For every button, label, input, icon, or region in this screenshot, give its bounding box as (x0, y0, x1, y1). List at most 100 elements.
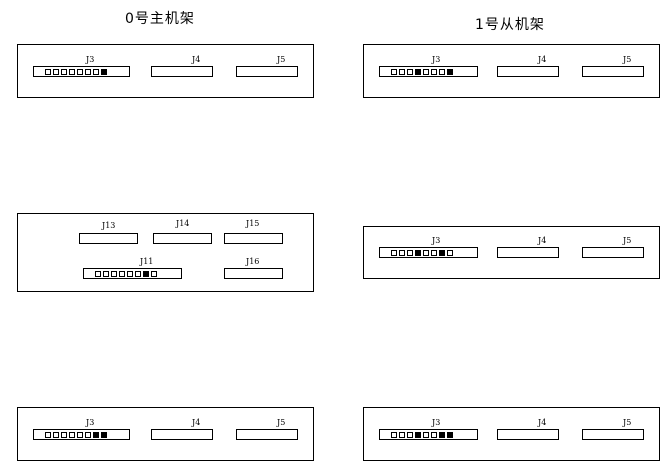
rack-1-panel-2: J3 J4 J5 (363, 407, 660, 461)
dip-switch (391, 432, 453, 438)
rack-0-panel-1: J13 J14 J15 J11 J16 (17, 213, 314, 292)
switch-slot (379, 66, 478, 77)
connector-slot (153, 233, 212, 244)
dip-switch (45, 69, 107, 75)
connector-slot (224, 268, 283, 279)
slot-label: J13 (102, 221, 116, 230)
slot-label: J4 (538, 55, 547, 64)
switch-bit-on (101, 432, 107, 438)
switch-bit-on (447, 432, 453, 438)
switch-bit-off (119, 271, 125, 277)
rack-0-panel-2: J3 J4 J5 (17, 407, 314, 461)
switch-bit-off (431, 69, 437, 75)
slot-label: J5 (623, 55, 632, 64)
switch-bit-off (391, 250, 397, 256)
dip-switch (391, 69, 453, 75)
slot-label: J14 (176, 219, 190, 228)
switch-bit-off (69, 69, 75, 75)
switch-bit-off (45, 432, 51, 438)
switch-bit-off (431, 432, 437, 438)
switch-bit-off (391, 432, 397, 438)
connector-slot (582, 66, 644, 77)
slot-label: J4 (192, 418, 201, 427)
switch-bit-off (53, 69, 59, 75)
slot-label: J4 (538, 236, 547, 245)
switch-bit-off (407, 250, 413, 256)
slot-label: J5 (623, 236, 632, 245)
connector-slot (497, 429, 559, 440)
switch-bit-off (53, 432, 59, 438)
connector-slot (151, 66, 213, 77)
slot-label: J5 (277, 418, 286, 427)
dip-switch (95, 271, 157, 277)
switch-bit-off (77, 69, 83, 75)
connector-slot (236, 66, 298, 77)
switch-bit-off (151, 271, 157, 277)
connector-slot (236, 429, 298, 440)
slot-label: J5 (277, 55, 286, 64)
switch-bit-off (423, 250, 429, 256)
switch-bit-off (85, 69, 91, 75)
rack-0-panel-0: J3 J4 J5 (17, 44, 314, 98)
switch-bit-off (103, 271, 109, 277)
slot-label: J4 (192, 55, 201, 64)
switch-bit-off (399, 250, 405, 256)
switch-bit-off (93, 69, 99, 75)
switch-bit-on (415, 432, 421, 438)
connector-slot (151, 429, 213, 440)
slot-label: J3 (86, 55, 95, 64)
slot-label: J5 (623, 418, 632, 427)
slot-label: J15 (246, 219, 260, 228)
switch-bit-off (95, 271, 101, 277)
rack-1-panel-1: J3 J4 J5 (363, 226, 660, 279)
connector-slot (497, 66, 559, 77)
switch-slot (83, 268, 182, 279)
switch-bit-off (447, 250, 453, 256)
dip-switch (45, 432, 107, 438)
switch-bit-off (111, 271, 117, 277)
switch-bit-on (439, 250, 445, 256)
dip-switch (391, 250, 453, 256)
switch-slot (33, 66, 130, 77)
slot-label: J4 (538, 418, 547, 427)
rack-1-title: 1号从机架 (475, 17, 545, 33)
switch-bit-on (93, 432, 99, 438)
connector-slot (582, 429, 644, 440)
switch-bit-on (101, 69, 107, 75)
switch-bit-off (45, 69, 51, 75)
switch-slot (379, 247, 478, 258)
switch-bit-off (61, 69, 67, 75)
switch-bit-off (423, 69, 429, 75)
slot-label: J3 (432, 236, 441, 245)
switch-bit-off (69, 432, 75, 438)
switch-bit-off (399, 69, 405, 75)
switch-bit-off (61, 432, 67, 438)
switch-bit-off (135, 271, 141, 277)
switch-bit-on (447, 69, 453, 75)
switch-bit-off (85, 432, 91, 438)
switch-slot (33, 429, 130, 440)
switch-bit-on (143, 271, 149, 277)
switch-bit-on (439, 432, 445, 438)
switch-bit-off (423, 432, 429, 438)
switch-bit-off (407, 69, 413, 75)
switch-bit-off (77, 432, 83, 438)
slot-label: J16 (246, 257, 260, 266)
rack-1-panel-0: J3 J4 J5 (363, 44, 660, 98)
connector-slot (582, 247, 644, 258)
slot-label: J11 (140, 257, 154, 266)
connector-slot (224, 233, 283, 244)
switch-slot (379, 429, 478, 440)
slot-label: J3 (432, 55, 441, 64)
switch-bit-off (431, 250, 437, 256)
switch-bit-off (127, 271, 133, 277)
switch-bit-off (399, 432, 405, 438)
switch-bit-off (439, 69, 445, 75)
slot-label: J3 (432, 418, 441, 427)
rack-0-title: 0号主机架 (125, 11, 195, 27)
switch-bit-on (415, 250, 421, 256)
slot-label: J3 (86, 418, 95, 427)
connector-slot (79, 233, 138, 244)
switch-bit-off (391, 69, 397, 75)
switch-bit-off (407, 432, 413, 438)
